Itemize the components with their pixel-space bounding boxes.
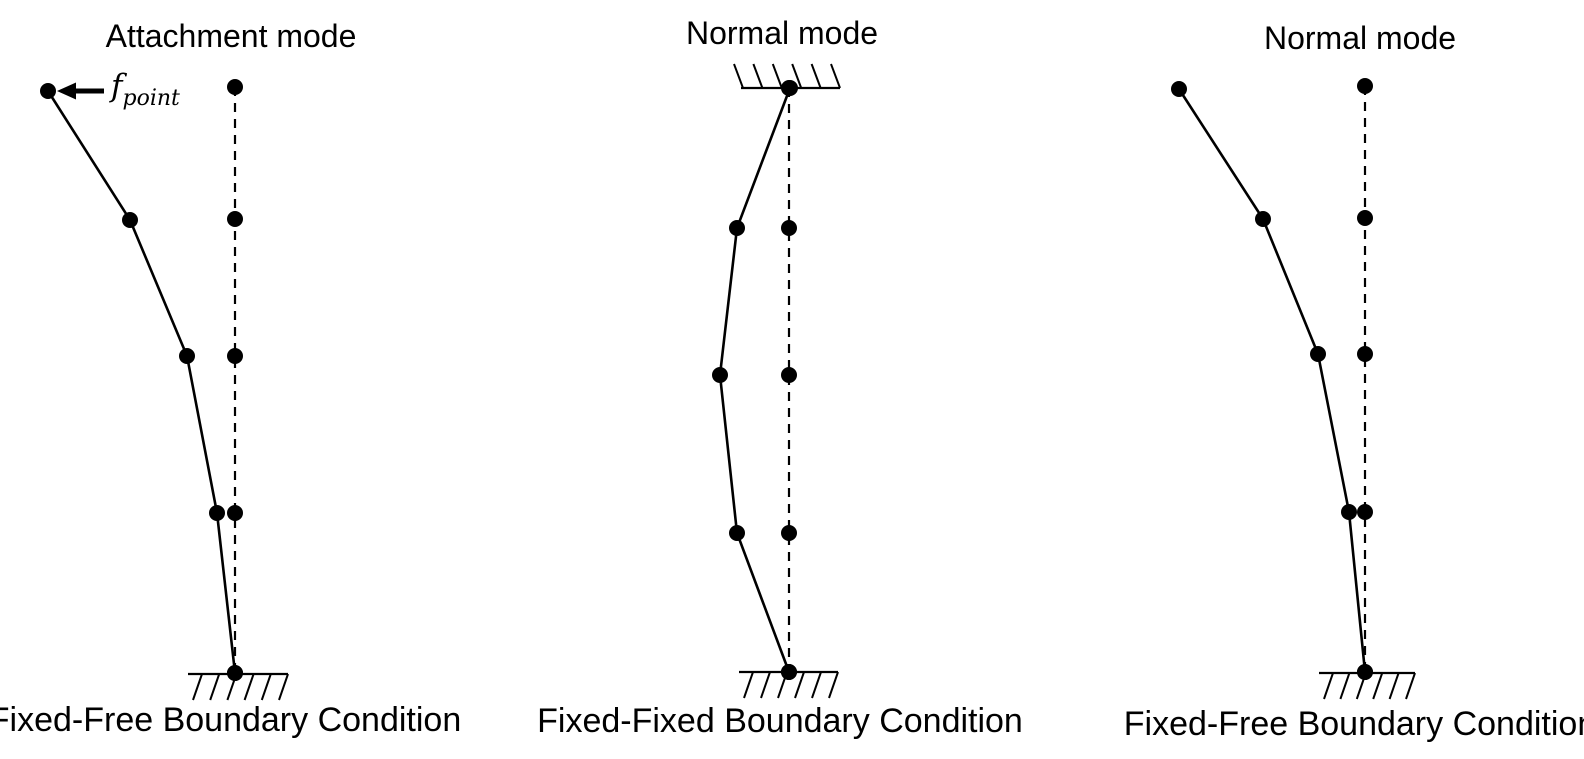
point-force-label: fpoint <box>111 68 180 110</box>
deformed-node-dot <box>1341 504 1357 520</box>
deformed-node-dot <box>40 83 56 99</box>
deformed-node-dot <box>782 80 798 96</box>
deformed-node-dot <box>712 367 728 383</box>
undeformed-node-dot <box>1357 210 1373 226</box>
support-hatch-mark <box>791 63 803 89</box>
force-arrow-head <box>57 82 76 100</box>
deformed-node-dot <box>1357 664 1373 680</box>
support-hatch-mark <box>811 671 822 699</box>
undeformed-node-dot <box>227 505 243 521</box>
panel-normal-mode-fixed-fixed-title: Normal mode <box>685 15 879 51</box>
panel-normal-mode-fixed-free-title: Normal mode <box>1263 20 1457 56</box>
undeformed-node-dot <box>1357 78 1373 94</box>
support-hatch-mark <box>209 673 221 701</box>
undeformed-node-dot <box>781 525 797 541</box>
deformed-node-dot <box>781 664 797 680</box>
support-hatch-mark <box>192 673 203 701</box>
caption-fixed-fixed: Fixed-Fixed Boundary Condition <box>537 702 1023 740</box>
support-hatch-mark <box>1372 672 1384 700</box>
deformed-shape-polyline <box>1177 88 1367 673</box>
caption-fixed-free-left: Fixed-Free Boundary Condition <box>0 701 462 739</box>
undeformed-node-dot <box>1357 346 1373 362</box>
undeformed-node-dot <box>227 79 243 95</box>
force-subscript: point <box>122 86 180 111</box>
support-hatch-mark <box>830 63 841 89</box>
support-hatch-mark <box>743 671 754 699</box>
caption-fixed-free-right: Fixed-Free Boundary Condition <box>1123 705 1584 743</box>
support-hatch-mark <box>1388 672 1400 700</box>
support-hatch-mark <box>810 63 822 89</box>
support-hatch-mark <box>828 671 839 699</box>
support-hatch-mark <box>760 671 771 699</box>
support-hatch-mark <box>752 63 764 89</box>
deformed-node-dot <box>122 212 138 228</box>
undeformed-node-dot <box>227 348 243 364</box>
support-hatch-mark <box>1339 672 1351 700</box>
deformed-node-dot <box>729 220 745 236</box>
undeformed-node-dot <box>781 220 797 236</box>
support-hatch-mark <box>733 63 744 89</box>
undeformed-node-dot <box>1357 504 1373 520</box>
deformed-shape-polyline <box>718 87 792 673</box>
deformed-node-dot <box>179 348 195 364</box>
deformed-node-dot <box>1171 81 1187 97</box>
deformed-node-dot <box>729 525 745 541</box>
undeformed-node-dot <box>781 367 797 383</box>
support-hatch-mark <box>278 673 289 701</box>
support-hatch-mark <box>243 673 255 701</box>
deformed-node-dot <box>1255 211 1271 227</box>
deformed-node-dot <box>1310 346 1326 362</box>
panel-attachment-mode-title: Attachment mode <box>105 18 357 54</box>
support-hatch-mark <box>771 63 783 89</box>
deformed-shape-polyline <box>46 90 237 674</box>
support-hatch-mark <box>260 673 272 701</box>
support-hatch-mark <box>1405 672 1416 700</box>
deformed-node-dot <box>209 505 225 521</box>
deformed-node-dot <box>227 665 243 681</box>
undeformed-node-dot <box>227 211 243 227</box>
force-symbol: f <box>111 68 123 104</box>
support-hatch-mark <box>794 671 805 699</box>
support-hatch-mark <box>1323 672 1334 700</box>
